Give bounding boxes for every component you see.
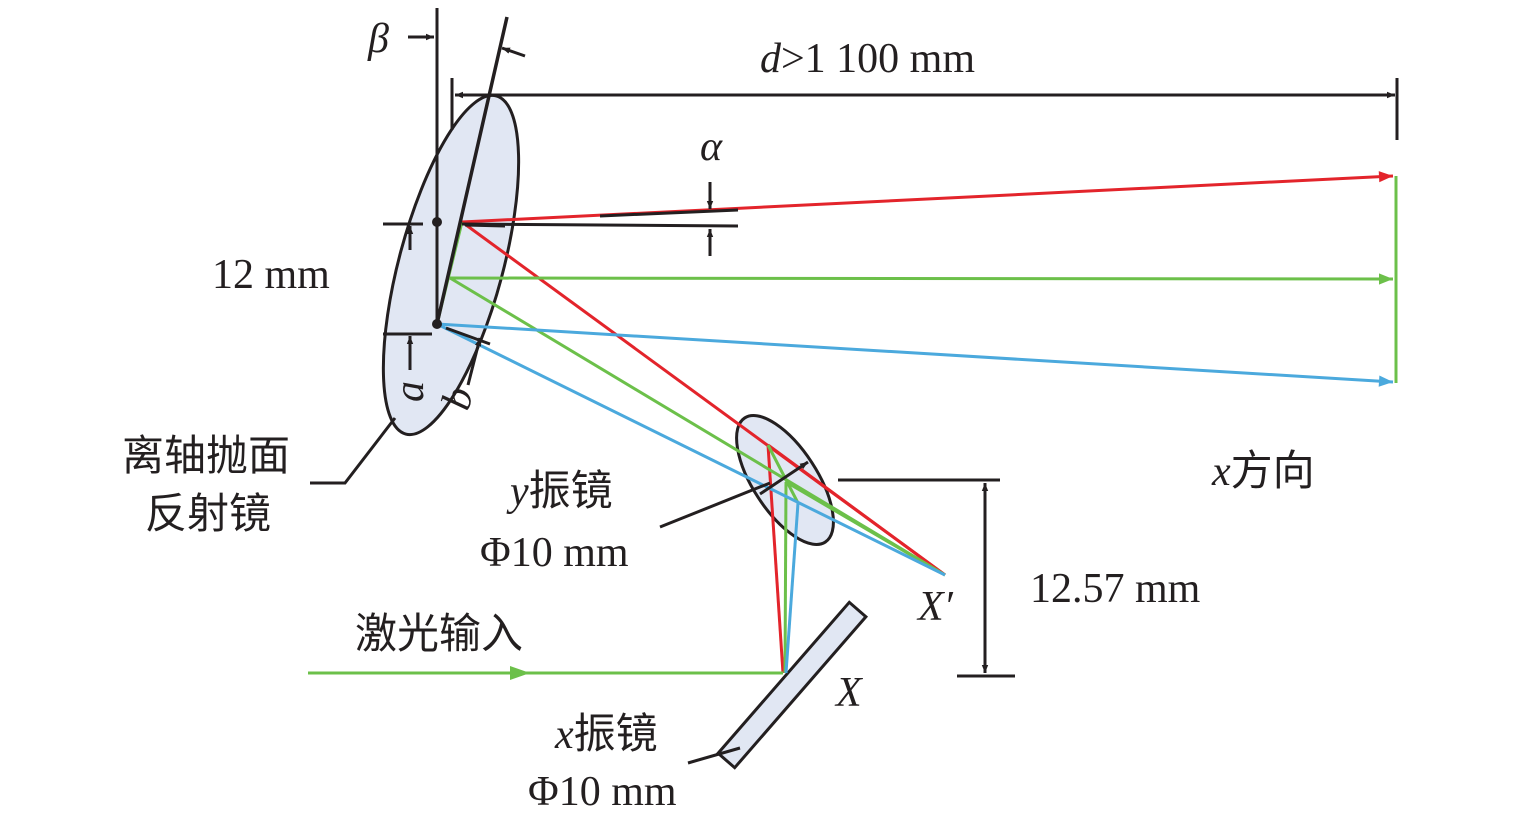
beta-label: β [367, 16, 389, 62]
distance-label: d>1 100 mm [760, 36, 975, 82]
y-mirror-label: y振镜 [506, 468, 613, 515]
offset-label: 12.57 mm [1030, 566, 1201, 612]
x-mirror-label: x振镜 [554, 711, 658, 758]
alpha-label: α [700, 124, 723, 170]
dimension-lines [383, 8, 1399, 678]
x-prime-label: X′ [916, 584, 954, 630]
parabolic-mirror-label-1: 离轴抛面 [122, 433, 290, 480]
a-label: a [387, 381, 433, 402]
aperture-label: 12 mm [212, 252, 330, 298]
x-direction-label: x方向 [1211, 449, 1315, 495]
x-mirror-size: Φ10 mm [528, 769, 677, 815]
blue-ray [436, 322, 1394, 674]
x-point-label: X [834, 670, 864, 716]
x-galvo-mirror [715, 600, 869, 770]
input-arrow-icon [510, 666, 530, 680]
laser-input-label: 激光输入 [355, 612, 523, 658]
y-mirror-size: Φ10 mm [480, 530, 629, 576]
leader-lines [310, 417, 771, 765]
parabolic-mirror-label-2: 反射镜 [145, 491, 271, 538]
